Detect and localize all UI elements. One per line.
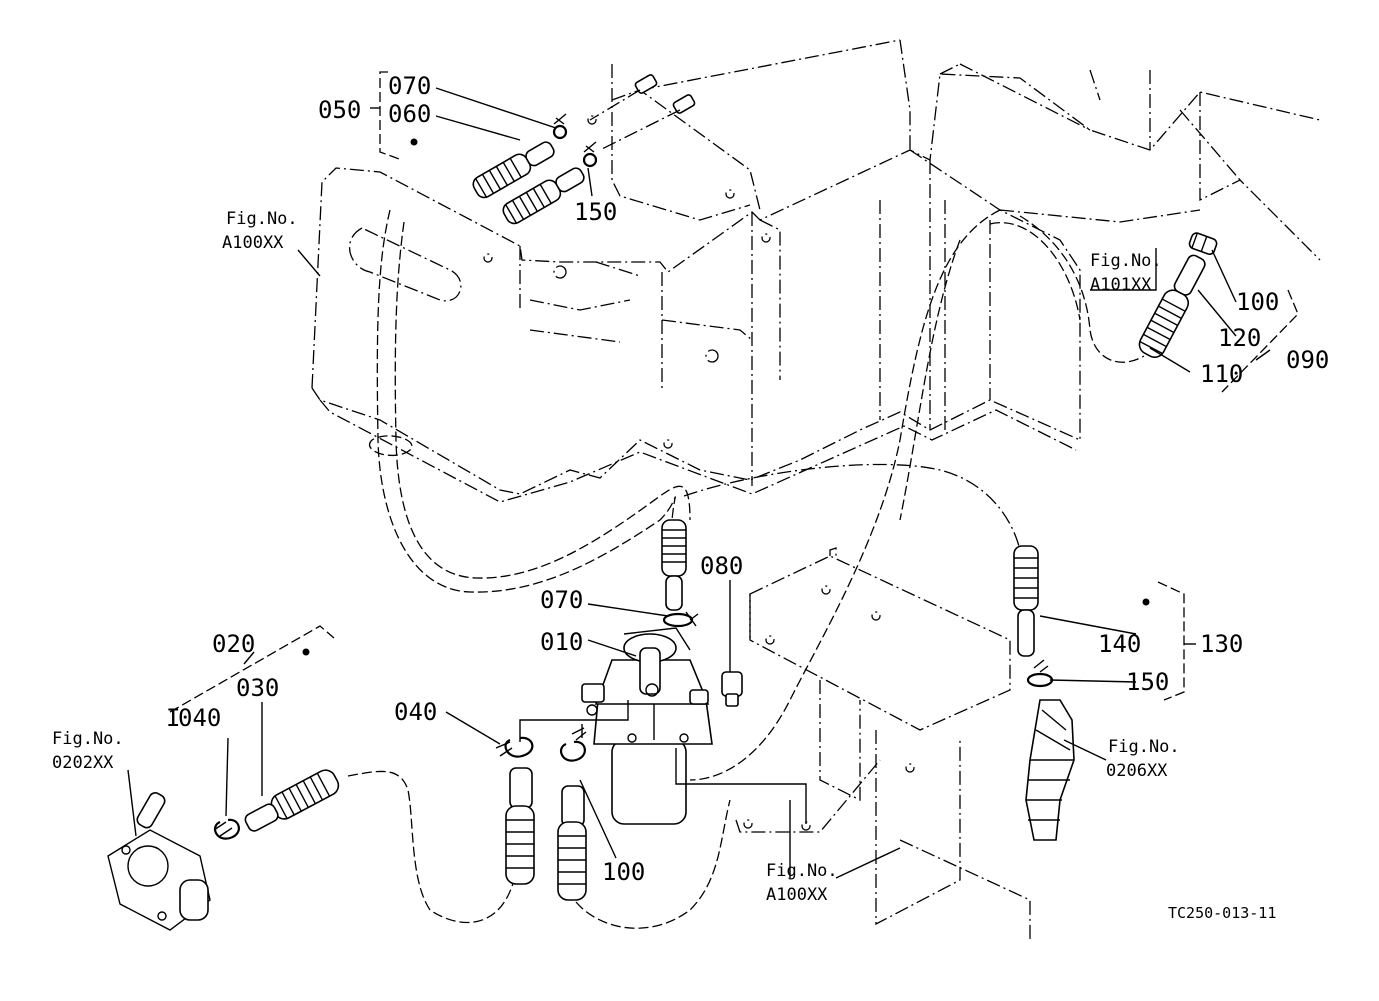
fig-ref-a101-prefix: Fig.No.	[1090, 251, 1162, 271]
part-090-hose-assembly	[1138, 232, 1218, 358]
part-labels: 070 050 060 150 100 120 110 090 080 070 …	[166, 72, 1329, 886]
label-150-right: 150	[1126, 668, 1169, 696]
label-010: 010	[540, 628, 583, 656]
part-010-fuel-filter	[581, 627, 713, 825]
part-080-plug	[721, 671, 743, 707]
figure-references: Fig.No. A100XX Fig.No. A101XX Fig.No. 02…	[52, 209, 1180, 905]
drawing-code: TC250-013-11	[1168, 904, 1276, 922]
label-120: 120	[1218, 324, 1261, 352]
fig-ref-0202-prefix: Fig.No.	[52, 729, 124, 749]
label-070-mid: 070	[540, 586, 583, 614]
label-150-top: 150	[574, 198, 617, 226]
fig-ref-a100-bottom-code: A100XX	[766, 885, 828, 905]
part-060-hoses	[472, 74, 696, 225]
label-020: 020	[212, 630, 255, 658]
label-060: 060	[388, 100, 431, 128]
label-100-bottom: 100	[602, 858, 645, 886]
label-110: 110	[1200, 360, 1243, 388]
label-130: 130	[1200, 630, 1243, 658]
svg-text:I: I	[166, 704, 180, 732]
part-030-hose	[213, 769, 340, 840]
label-070-top: 070	[388, 72, 431, 100]
fig-ref-0206-code: 0206XX	[1106, 761, 1168, 781]
reference-dots	[302, 138, 1150, 656]
label-040-filter: 040	[394, 698, 437, 726]
fig-ref-a101-code: A101XX	[1090, 275, 1152, 295]
fuel-hose-routes	[347, 209, 1145, 929]
fig-ref-a100-bottom-prefix: Fig.No.	[766, 861, 838, 881]
frame-panels	[311, 39, 1321, 503]
fig-ref-a100-top-code: A100XX	[222, 233, 284, 253]
leader-lines	[127, 71, 1299, 879]
fig-ref-0206-prefix: Fig.No.	[1108, 737, 1180, 757]
label-080: 080	[700, 552, 743, 580]
fitting-0206	[1025, 699, 1075, 841]
filter-inlet-hose	[661, 519, 699, 628]
fig-ref-a100-top-prefix: Fig.No.	[226, 209, 298, 229]
label-040-left: 040	[178, 704, 221, 732]
part-140-hose	[1013, 545, 1054, 688]
label-090: 090	[1286, 346, 1329, 374]
fig-ref-0202-code: 0202XX	[52, 753, 114, 773]
label-050: 050	[318, 96, 361, 124]
lower-frame-bracket	[735, 547, 1031, 940]
part-040-clamp-and-hoses	[495, 727, 587, 901]
label-030: 030	[236, 674, 279, 702]
label-140: 140	[1098, 630, 1141, 658]
label-100-right: 100	[1236, 288, 1279, 316]
fuel-pump-0202	[107, 792, 211, 931]
